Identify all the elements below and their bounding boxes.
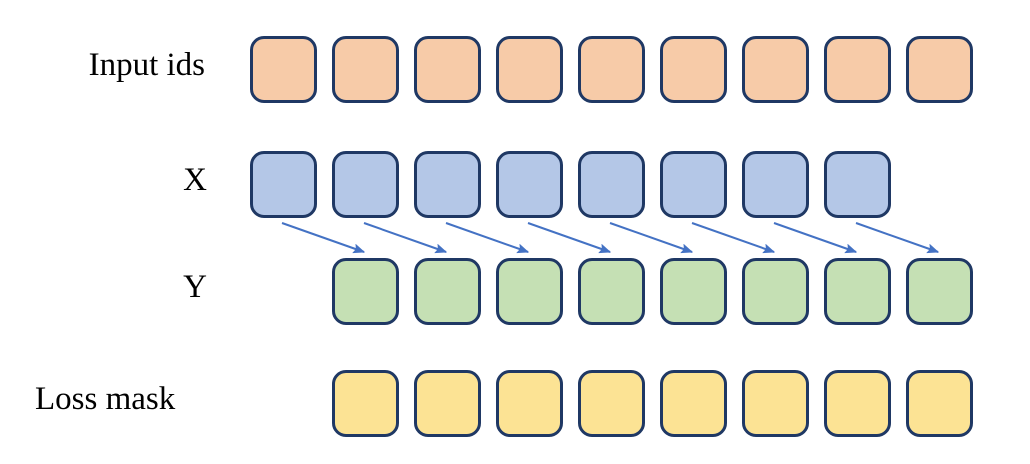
token-box-input-ids — [332, 36, 399, 103]
token-box-x — [824, 151, 891, 218]
row-label-x: X — [183, 162, 207, 198]
token-box-x — [332, 151, 399, 218]
token-box-loss-mask — [906, 370, 973, 437]
row-label-input-ids: Input ids — [88, 47, 205, 83]
token-box-loss-mask — [824, 370, 891, 437]
token-box-input-ids — [660, 36, 727, 103]
token-box-input-ids — [578, 36, 645, 103]
token-box-loss-mask — [660, 370, 727, 437]
token-box-y — [496, 258, 563, 325]
token-box-x — [742, 151, 809, 218]
row-label-y: Y — [183, 269, 207, 305]
token-box-input-ids — [250, 36, 317, 103]
token-box-loss-mask — [578, 370, 645, 437]
token-box-loss-mask — [414, 370, 481, 437]
token-box-x — [414, 151, 481, 218]
token-box-x — [250, 151, 317, 218]
token-box-loss-mask — [332, 370, 399, 437]
token-box-input-ids — [824, 36, 891, 103]
token-box-y — [742, 258, 809, 325]
token-box-y — [332, 258, 399, 325]
token-box-y — [578, 258, 645, 325]
token-box-x — [660, 151, 727, 218]
token-box-y — [906, 258, 973, 325]
token-box-input-ids — [906, 36, 973, 103]
token-box-y — [660, 258, 727, 325]
token-box-input-ids — [496, 36, 563, 103]
token-box-y — [414, 258, 481, 325]
token-box-loss-mask — [742, 370, 809, 437]
row-label-loss-mask: Loss mask — [35, 381, 176, 417]
token-box-x — [496, 151, 563, 218]
token-box-loss-mask — [496, 370, 563, 437]
token-box-x — [578, 151, 645, 218]
token-box-input-ids — [414, 36, 481, 103]
token-box-y — [824, 258, 891, 325]
token-box-input-ids — [742, 36, 809, 103]
